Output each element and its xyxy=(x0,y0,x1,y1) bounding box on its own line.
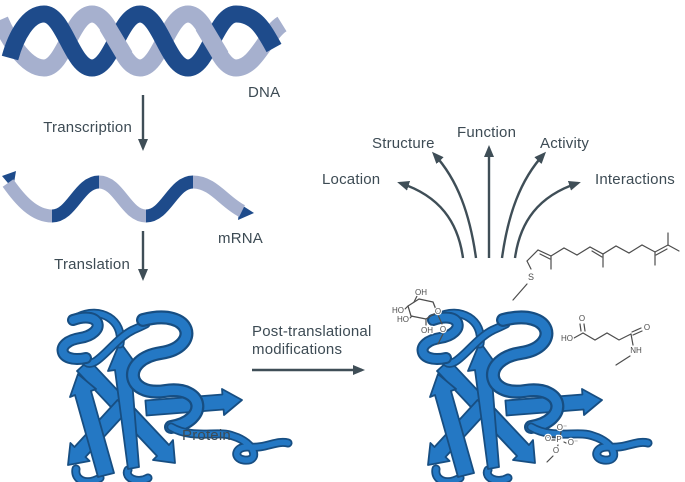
succinyl-double-bond xyxy=(583,323,586,332)
location-arrow xyxy=(397,181,465,259)
hydroxyl-label: OH xyxy=(415,288,427,297)
oxygen-anion-label: O⁻ xyxy=(557,423,567,432)
dna-strand-light-crossover xyxy=(195,21,229,61)
farnesyl-double-bond xyxy=(591,250,603,258)
link-oxygen-label: O xyxy=(440,325,446,334)
hydroxyl-label: HO xyxy=(392,306,404,315)
mrna-segment-light xyxy=(97,175,148,223)
farnesyl-group: S xyxy=(512,232,680,301)
succinyl-double-bond xyxy=(631,327,642,333)
translation-label: Translation xyxy=(54,256,130,273)
carbonyl-oxygen-label: O xyxy=(644,323,650,332)
mrna-ribbon xyxy=(2,171,254,223)
farnesyl-bond xyxy=(526,260,532,270)
sulfur-atom-label: S xyxy=(528,272,534,282)
succinyl-bond xyxy=(573,332,584,339)
structure-arrow xyxy=(431,151,478,259)
farnesyl-chain xyxy=(526,244,669,262)
glycan-bond xyxy=(404,305,409,310)
carbonyl-oxygen-label: O xyxy=(579,314,585,323)
glycan-bond xyxy=(409,315,413,319)
modified-protein-structure xyxy=(423,313,648,481)
mrna-segment-dark xyxy=(144,175,195,223)
phosphate-group: O⁻ O P O⁻ O xyxy=(544,422,579,463)
sugar-ring xyxy=(407,298,438,320)
mrna-label: mRNA xyxy=(218,230,263,247)
activity-arrow xyxy=(500,151,547,259)
phosphate-bond xyxy=(563,441,567,444)
amide-nh-label: NH xyxy=(630,346,642,355)
oxygen-anion-label: O⁻ xyxy=(568,438,578,447)
function-label: Function xyxy=(457,124,516,141)
dna-double-helix xyxy=(0,5,288,77)
phosphate-link-bond xyxy=(546,455,554,463)
oxygen-label: O xyxy=(545,434,551,443)
farnesyl-double-bond xyxy=(539,253,551,260)
dna-label: DNA xyxy=(248,84,280,101)
outcome-arrows: Location Structure Function Activity Int… xyxy=(322,124,675,259)
ptm-step: Post-translational modifications xyxy=(252,323,372,375)
glycan-link-bond xyxy=(437,333,444,345)
phosphorus-label: P xyxy=(556,435,561,444)
location-label: Location xyxy=(322,171,380,188)
hydroxyl-label: HO xyxy=(397,315,409,324)
ptm-label-line2: modifications xyxy=(252,341,342,358)
succinyl-chain xyxy=(582,332,632,341)
dna-strand-dark xyxy=(1,5,282,77)
oxygen-label: O xyxy=(553,446,559,455)
succinyl-double-bond xyxy=(632,330,643,336)
hydroxyl-label: OH xyxy=(421,326,433,335)
glycan-bond xyxy=(413,295,418,303)
succinyl-group: HO O O NH xyxy=(560,313,651,366)
farnesyl-methyl xyxy=(667,244,680,252)
ptm-label-line1: Post-translational xyxy=(252,323,372,340)
phosphate-bond xyxy=(559,431,562,438)
interactions-label: Interactions xyxy=(595,171,675,188)
glycan-group: OH HO HO OH O O xyxy=(391,287,447,345)
farnesyl-bond xyxy=(512,283,528,301)
dna-strand-light-crossover xyxy=(99,21,133,61)
succinyl-double-bond xyxy=(579,323,582,332)
interactions-arrow xyxy=(513,181,581,259)
mrna-segment-light xyxy=(2,179,53,223)
transcription-label: Transcription xyxy=(43,119,132,136)
succinyl-link-bond xyxy=(615,355,631,366)
succinyl-bond xyxy=(630,333,634,346)
farnesyl-double-bond xyxy=(655,248,668,256)
ring-oxygen-label: O xyxy=(435,307,441,316)
mrna-segment-dark xyxy=(50,175,101,223)
phosphate-bond xyxy=(556,444,559,449)
mrna-segment-light xyxy=(192,175,246,217)
dna-strand-light xyxy=(0,5,288,77)
translation-step: Translation xyxy=(54,231,148,281)
activity-label: Activity xyxy=(540,135,589,152)
protein-label: Protein xyxy=(182,427,231,444)
glycan-bond xyxy=(437,314,443,325)
hydroxyl-label: HO xyxy=(561,334,573,343)
structure-label: Structure xyxy=(372,135,435,152)
transcription-step: Transcription xyxy=(43,95,148,151)
